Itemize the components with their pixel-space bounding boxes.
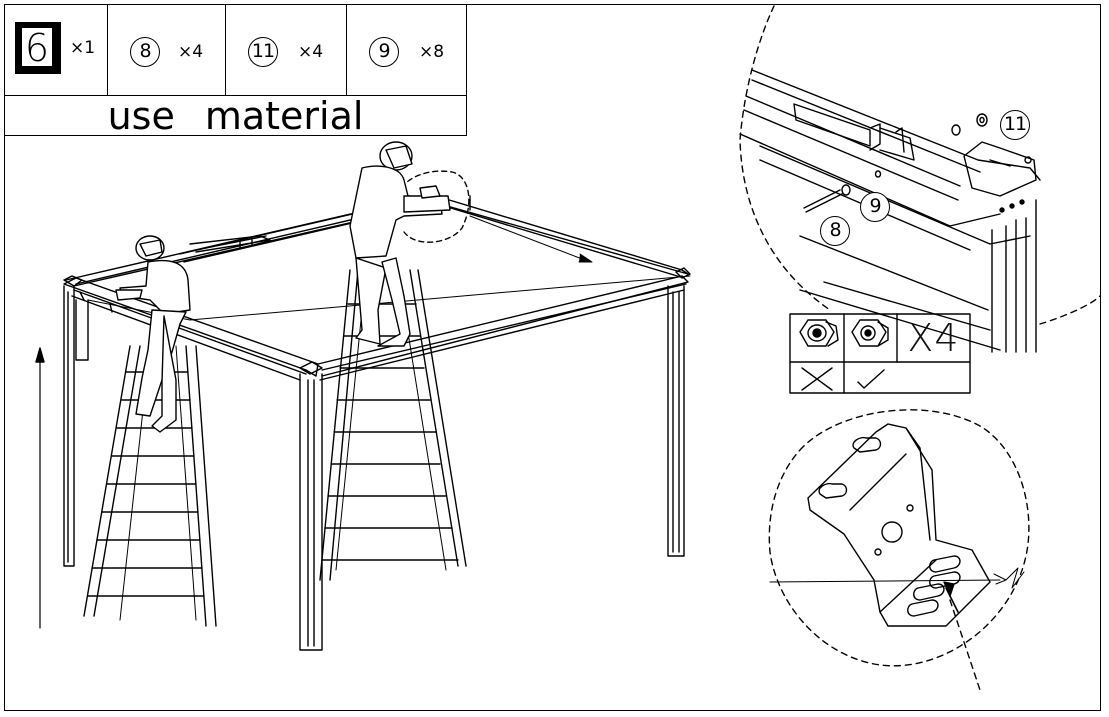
hardware-check-table [789,313,971,394]
part-9-label: 9 [369,37,399,67]
material-cell-8: 8 ×4 [108,4,226,96]
caption-material: material [204,94,364,138]
callout-washer-9: 9 [860,192,890,222]
bolt-detail-view [739,5,1101,353]
material-cell-9: 9 ×8 [347,4,467,96]
wrong-nut-icon [799,319,839,347]
part-6-quantity: ×1 [70,38,96,58]
part-8-quantity: ×4 [178,42,204,62]
right-worker-figure [349,141,451,347]
part-6-badge: 6 [15,22,61,74]
left-ladder [83,345,217,627]
left-worker-figure [115,235,191,433]
caption-use: use [107,94,175,138]
materials-caption: use material [4,96,467,136]
callout-nut-11: 11 [1000,110,1030,140]
materials-table: 6 ×1 8 ×4 11 ×4 9 ×8 use material [4,4,467,136]
wrong-mark-icon [801,367,833,391]
material-cell-11: 11 ×4 [226,4,347,96]
bracket-detail-view [768,409,1030,691]
part-8-label: 8 [130,37,160,67]
check-mark-icon [857,369,885,389]
hardware-multiplier: X4 [907,316,960,360]
material-cell-6: 6 ×1 [4,4,108,96]
detail-callout-ring [397,170,470,243]
part-9-quantity: ×8 [419,42,445,62]
materials-row: 6 ×1 8 ×4 11 ×4 9 ×8 [4,4,467,96]
part-6-label: 6 [21,27,53,68]
correct-nut-icon [851,319,889,347]
callout-bolt-8: 8 [820,216,850,246]
part-11-label: 11 [248,37,278,67]
page-border [4,4,1101,711]
part-11-quantity: ×4 [298,42,324,62]
